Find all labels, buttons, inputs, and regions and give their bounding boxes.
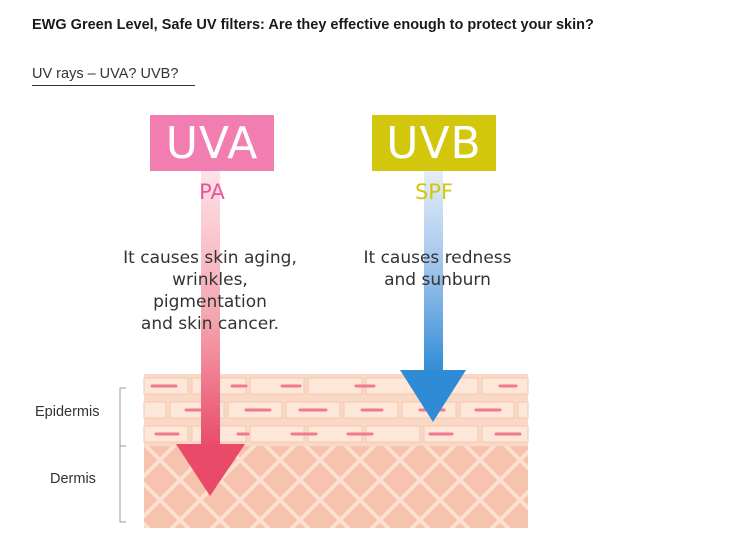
uva-badge: UVA [150, 115, 274, 171]
uvb-description: It causes redness and sunburn [363, 248, 512, 290]
epidermis-label: Epidermis [35, 404, 100, 420]
uva-pa-label: PA [199, 180, 225, 204]
dermis-label: Dermis [50, 471, 96, 487]
uvb-arrow [400, 170, 466, 422]
section-link[interactable]: UV rays – UVA? UVB? [32, 66, 195, 86]
uva-description: It causes skin aging, wrinkles, pigmenta… [123, 248, 297, 334]
epidermis-dashes [150, 384, 522, 436]
article-title: EWG Green Level, Safe UV filters: Are th… [32, 17, 594, 33]
layer-bracket [119, 387, 126, 523]
uva-arrow [176, 170, 245, 496]
uvb-badge: UVB [372, 115, 496, 171]
uvb-spf-label: SPF [414, 180, 454, 204]
